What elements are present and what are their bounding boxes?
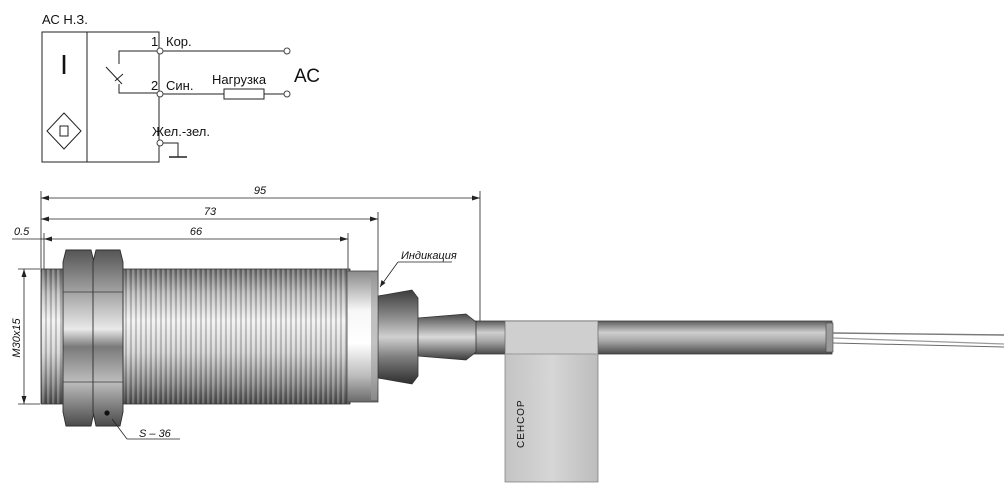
terminal-1-node (156, 47, 164, 55)
symbol-top: I (60, 49, 68, 80)
sensor-body: СЕНСОР (40, 249, 1005, 483)
ground-terminal-node (156, 139, 164, 147)
output-node-top (283, 47, 291, 55)
sensor-tag: СЕНСОР (504, 320, 599, 483)
load-label: Нагрузка (212, 72, 267, 87)
dim-offset: 0.5 (14, 226, 30, 238)
nut-marker-dot (104, 410, 110, 416)
normally-closed-contact-symbol (105, 50, 159, 94)
terminal-2-number: 2 (151, 78, 158, 93)
terminal-1-name: Кор. (166, 34, 192, 49)
ground-wire (163, 142, 179, 157)
schematic-title: АС Н.З. (42, 12, 88, 27)
dim-total-length: 95 (254, 185, 267, 197)
dim-body-length: 73 (204, 206, 217, 218)
lock-nut-front (62, 249, 95, 427)
tag-text: СЕНСОР (516, 399, 527, 448)
indicator-callout: Индикация (379, 250, 457, 288)
dim-thread-length: 66 (190, 226, 203, 238)
dimension-arrows (21, 195, 480, 404)
wiring-schematic: АС Н.З. I 1 Кор. 2 Син. Нагрузка АС (41, 12, 320, 163)
terminal-2-node (156, 90, 164, 98)
terminal-2-name: Син. (166, 78, 193, 93)
lock-nut-rear (92, 249, 124, 427)
cable-gland (417, 313, 477, 361)
dimension-lines (12, 191, 481, 405)
thread-size-label: М30х15 (11, 318, 23, 358)
wrench-size-label: S – 36 (139, 428, 172, 440)
indicator-label: Индикация (401, 250, 457, 262)
supply-label: АС (294, 66, 320, 87)
output-node-bottom (283, 90, 291, 98)
rear-cap (377, 289, 419, 385)
wrench-size-callout: S – 36 (111, 418, 180, 440)
inductive-sensing-icon (46, 112, 82, 150)
ground-wire-label: Жел.-зел. (152, 124, 210, 139)
terminal-1-number: 1 (151, 34, 158, 49)
load-resistor-symbol (223, 88, 265, 100)
